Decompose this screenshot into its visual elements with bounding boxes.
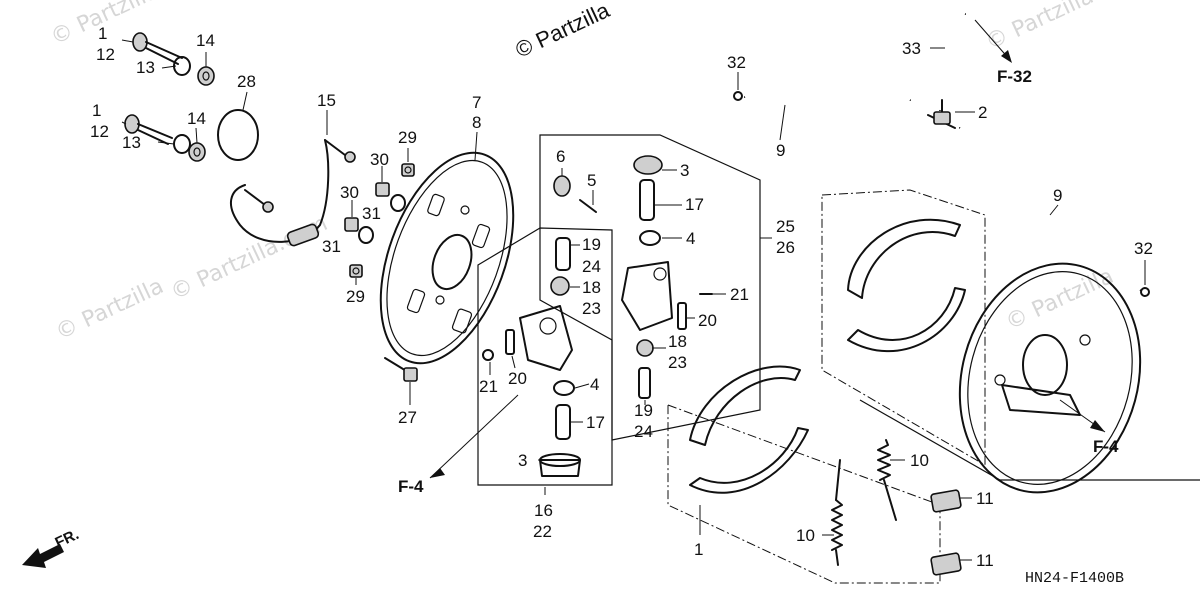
callout-label: 3 — [680, 161, 689, 180]
callout-label: 12 — [96, 45, 115, 64]
brake-panel-left — [379, 151, 515, 365]
callout-label: 6 — [556, 147, 565, 166]
cylinder-assy-outline-upper — [539, 134, 761, 441]
watermark: © Partzilla — [52, 274, 168, 346]
callout-label: 10 — [910, 451, 929, 470]
ref-label-f4: F-4 — [1093, 437, 1119, 456]
brake-panel-right — [958, 262, 1142, 494]
ref-arrow-f4-right — [1059, 399, 1106, 433]
tube-clip — [1140, 287, 1150, 297]
callout-label: 21 — [479, 377, 498, 396]
callout-leaders — [121, 39, 1146, 561]
callout-label: 19 — [582, 235, 601, 254]
callout-label: 1 — [98, 24, 107, 43]
tube-clip — [733, 91, 743, 101]
callout-label: 27 — [398, 408, 417, 427]
callout-label: 14 — [196, 31, 215, 50]
cylinder-assy-outline-lower — [477, 227, 613, 486]
ref-label-f32: F-32 — [997, 67, 1032, 86]
watermark: © Partzilla.com — [167, 211, 331, 305]
panel-bolt — [384, 357, 418, 382]
callout-label: 15 — [317, 91, 336, 110]
callout-label: 16 — [534, 501, 553, 520]
callout-label: 14 — [187, 109, 206, 128]
callout-label: 32 — [1134, 239, 1153, 258]
callout-label: 17 — [586, 413, 605, 432]
callout-label: 30 — [370, 150, 389, 169]
brake-shoe-upper-pair — [847, 218, 966, 353]
callout-label: 19 — [634, 401, 653, 420]
callout-label: 11 — [976, 551, 994, 570]
callout-label: 4 — [590, 375, 599, 394]
wheel-cylinder-lower — [482, 237, 581, 477]
callout-label: 4 — [686, 229, 695, 248]
ref-arrow-f32 — [974, 19, 1012, 63]
callout-label: 17 — [685, 195, 704, 214]
callout-label: 8 — [472, 113, 481, 132]
callout-label: 2 — [978, 103, 987, 122]
bleeder-bolt-set-upper — [132, 32, 215, 86]
callout-label: 20 — [698, 311, 717, 330]
figure-code: HN24-F1400B — [1025, 570, 1124, 587]
front-direction-arrow: FR. — [22, 526, 82, 568]
callout-label: 29 — [346, 287, 365, 306]
right-panel-leader — [859, 399, 1200, 481]
callout-labels: 1 12 13 14 1 12 13 14 28 15 7 8 29 30 30… — [90, 24, 1153, 570]
callout-label: 28 — [237, 72, 256, 91]
return-spring-short — [831, 459, 843, 566]
tube-joint-tee — [927, 99, 956, 129]
callout-label: 23 — [668, 353, 687, 372]
callout-label: 11 — [976, 489, 994, 508]
callout-label: 22 — [533, 522, 552, 541]
callout-label: 21 — [730, 285, 749, 304]
brake-shoe-outline — [667, 404, 941, 584]
callout-label: 5 — [587, 171, 596, 190]
callout-label: 20 — [508, 369, 527, 388]
callout-label: 12 — [90, 122, 109, 141]
callout-label: 26 — [776, 238, 795, 257]
callout-label: 23 — [582, 299, 601, 318]
callout-label: 3 — [518, 451, 527, 470]
breather-tube-right — [959, 126, 1141, 292]
shoe-clip — [930, 552, 962, 576]
breather-tube-up — [938, 11, 966, 111]
callout-label: 13 — [122, 133, 141, 152]
brake-shoe-lower-pair — [689, 365, 809, 494]
callout-label: 10 — [796, 526, 815, 545]
front-direction-label: FR. — [53, 526, 82, 552]
callout-label: 7 — [472, 93, 481, 112]
callout-label: 1 — [92, 101, 101, 120]
ref-arrow-f4-left — [429, 394, 519, 479]
shoe-box-upper — [821, 189, 986, 466]
callout-label: 25 — [776, 217, 795, 236]
callout-label: 32 — [727, 53, 746, 72]
callout-label: 1 — [694, 540, 703, 559]
shoe-clip — [930, 489, 962, 513]
watermark-main: © Partzilla — [512, 0, 614, 63]
o-ring — [217, 109, 259, 161]
callout-label: 30 — [340, 183, 359, 202]
callout-label: 24 — [582, 257, 601, 276]
brake-hose — [230, 139, 356, 247]
ref-label-f4: F-4 — [398, 477, 424, 496]
callout-label: 31 — [362, 204, 381, 223]
callout-label: 18 — [668, 332, 687, 351]
nut-washer-group — [344, 163, 415, 278]
breather-tube-left — [744, 85, 912, 104]
callout-label: 31 — [322, 237, 341, 256]
callout-label: 24 — [634, 422, 653, 441]
callout-label: 13 — [136, 58, 155, 77]
wheel-cylinder-upper — [553, 155, 713, 399]
bleeder-bolt-set-lower — [124, 114, 206, 162]
callout-label: 9 — [776, 141, 785, 160]
callout-label: 18 — [582, 278, 601, 297]
callout-label: 9 — [1053, 186, 1062, 205]
callout-label: 29 — [398, 128, 417, 147]
callout-label: 33 — [902, 39, 921, 58]
return-spring-long — [877, 439, 897, 521]
